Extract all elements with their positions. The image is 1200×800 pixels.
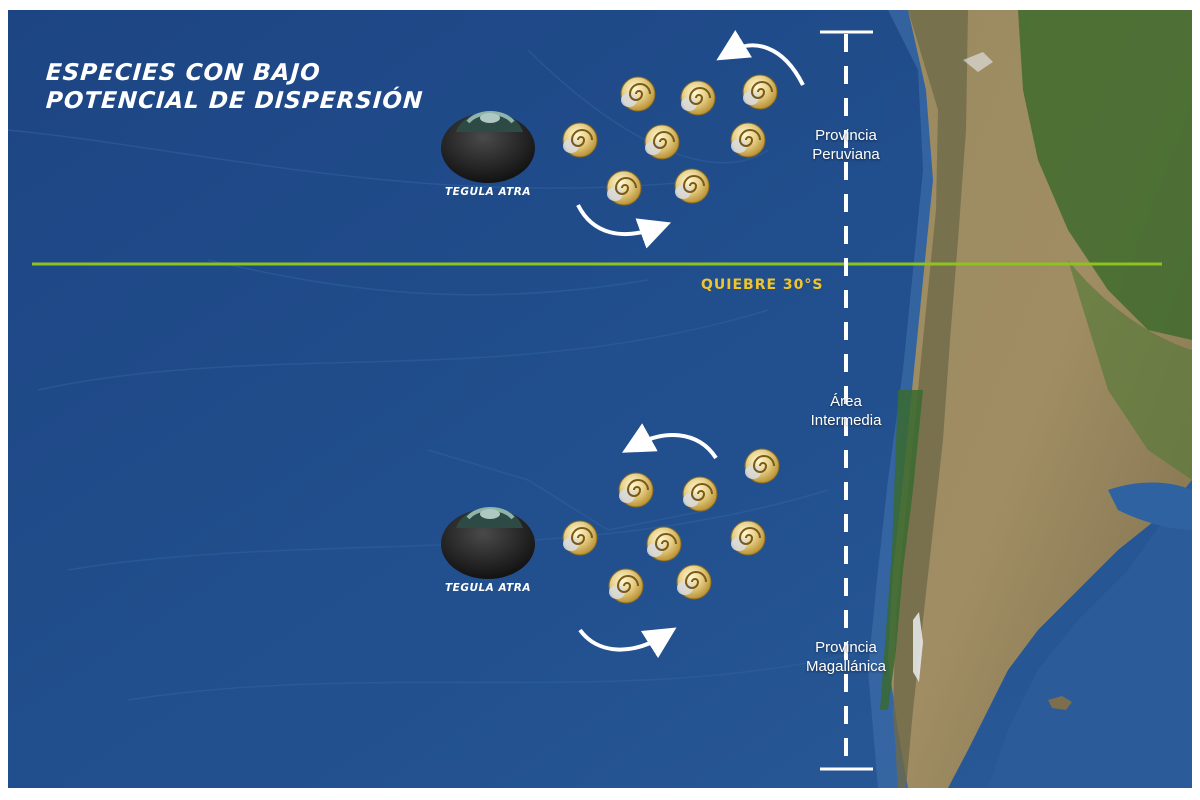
larvae-group [562,74,780,604]
region-north-line2: Peruviana [812,146,880,163]
ice-field [913,612,923,682]
region-south-line2: Magallánica [805,658,887,675]
falkland-islands [1048,696,1072,710]
larva-icon [730,122,766,158]
vegetation-south [880,390,923,710]
region-north-line1: Provincia [815,127,877,144]
region-north-label: Provincia Peruviana [786,126,906,164]
tegula-atra-shell-south [441,507,535,579]
larva-icon [618,472,654,508]
region-south-line1: Provincia [815,639,877,656]
larva-icon [646,526,682,562]
larva-icon [608,568,644,604]
andes-band [893,10,968,788]
larva-icon [674,168,710,204]
break-label: QUIEBRE 30°S [701,277,824,293]
region-middle-line1: Área [830,393,862,410]
larva-icon [680,80,716,116]
arrow-north-top [716,30,805,86]
satellite-map: ESPECIES CON BAJO POTENCIAL DE DISPERSIÓ… [8,10,1192,788]
species-label-north: TEGULA ATRA [445,186,531,198]
larva-icon [730,520,766,556]
map-background [8,10,1192,788]
arrow-south-bottom [578,627,677,659]
arrow-north-bottom [576,204,672,249]
title-line-2: POTENCIAL DE DISPERSIÓN [45,88,425,114]
larva-icon [744,448,780,484]
vegetation-north [1018,10,1192,340]
larva-icon [606,170,642,206]
larva-icon [676,564,712,600]
region-middle-label: Área Intermedia [786,392,906,430]
larva-icon [562,122,598,158]
arrow-south-top [622,423,718,460]
region-middle-line2: Intermedia [810,412,882,429]
larva-icon [742,74,778,110]
species-label-south: TEGULA ATRA [445,582,531,594]
larva-icon [620,76,656,112]
larva-icon [682,476,718,512]
vegetation-east [1068,260,1192,480]
rio-de-la-plata [1108,482,1192,530]
atlantic-ocean [988,480,1192,788]
larva-icon [644,124,680,160]
larva-icon [562,520,598,556]
title-line-1: ESPECIES CON BAJO [45,60,322,86]
tegula-atra-shell-north [441,111,535,183]
salt-flat [963,52,993,72]
region-south-label: Provincia Magallánica [786,638,906,676]
